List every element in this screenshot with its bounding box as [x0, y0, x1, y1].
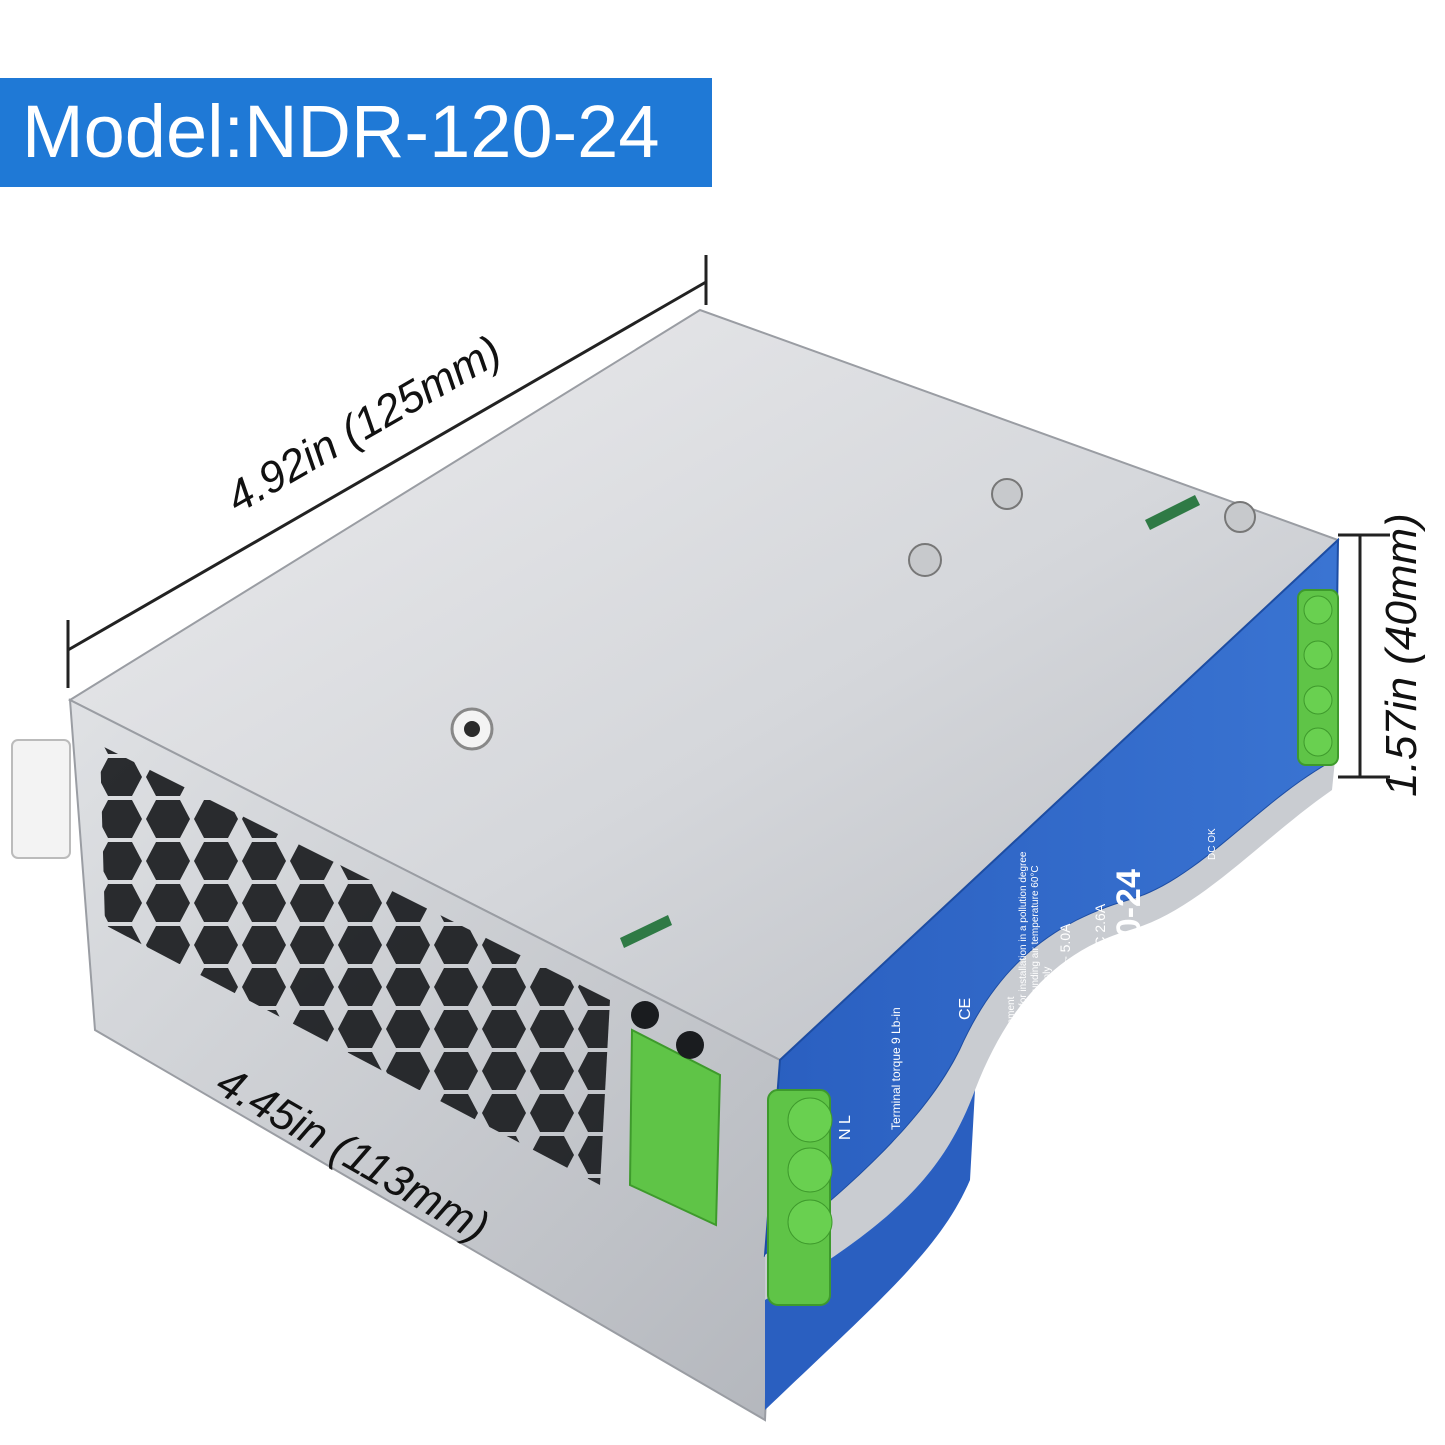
- label-note2: Maximum surrounding air temperature 60°C: [1030, 865, 1041, 1060]
- label-terminals: N L: [837, 1115, 854, 1140]
- output-terminals: [1297, 589, 1339, 766]
- label-input: INPUT:100-240VAC 2.6A: [1092, 903, 1108, 1060]
- top-led-window-1: [1145, 495, 1200, 530]
- top-led-window-2: [620, 915, 672, 948]
- model-banner: Model:NDR-120-24: [0, 78, 712, 187]
- label-note3: Instructions for installation in a pollu…: [1018, 851, 1029, 1060]
- model-banner-text: Model:NDR-120-24: [22, 90, 660, 173]
- din-clip: [11, 739, 71, 859]
- label-note1: Use copper wire only: [1042, 967, 1053, 1060]
- label-freq: 50/60Hz: [1075, 1008, 1091, 1060]
- front-terminal: [628, 1028, 722, 1227]
- label-text-group: NDR-120-24 INPUT:100-240VAC 2.6A 50/60Hz…: [837, 828, 1218, 1140]
- label-model: NDR-120-24: [1110, 869, 1148, 1060]
- label-note4: 2 environment: [1006, 996, 1017, 1060]
- input-terminals: [767, 1089, 833, 1306]
- label-dcok: DC OK: [1207, 828, 1218, 860]
- label-output: OUTPUT: 24V ⎓ 5.0A: [1057, 923, 1073, 1060]
- ventilation-grille: [100, 745, 610, 1185]
- dimension-height-label: 1.57in (40mm): [1376, 513, 1426, 797]
- label-torque: Terminal torque 9 Lb-in: [889, 1007, 903, 1130]
- top-screws: [450, 478, 1256, 751]
- label-ce: CE: [957, 998, 974, 1020]
